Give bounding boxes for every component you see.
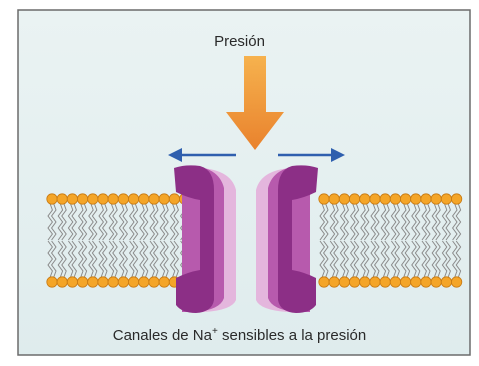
lipid-head bbox=[47, 194, 57, 204]
caption-suffix: sensibles a la presión bbox=[218, 327, 366, 344]
lipid-head bbox=[108, 277, 118, 287]
lipid-head bbox=[451, 277, 461, 287]
lipid-head bbox=[118, 277, 128, 287]
lipid-head bbox=[390, 277, 400, 287]
lipid-head bbox=[98, 194, 108, 204]
lipid-head bbox=[451, 194, 461, 204]
lipid-head bbox=[77, 277, 87, 287]
lipid-head bbox=[339, 277, 349, 287]
lipid-head bbox=[67, 277, 77, 287]
lipid-head bbox=[349, 194, 359, 204]
lipid-head bbox=[88, 277, 98, 287]
lipid-head bbox=[57, 277, 67, 287]
lipid-head bbox=[128, 194, 138, 204]
lipid-head bbox=[67, 194, 77, 204]
lipid-head bbox=[400, 194, 410, 204]
lipid-head bbox=[329, 194, 339, 204]
lipid-head bbox=[47, 277, 57, 287]
channel-subunit-right bbox=[256, 165, 318, 313]
lipid-head bbox=[88, 194, 98, 204]
lipid-head bbox=[319, 277, 329, 287]
lipid-head bbox=[421, 194, 431, 204]
lipid-head bbox=[98, 277, 108, 287]
lipid-head bbox=[149, 277, 159, 287]
lipid-head bbox=[431, 194, 441, 204]
lipid-head bbox=[400, 277, 410, 287]
lipid-head bbox=[159, 277, 169, 287]
lipid-head bbox=[370, 194, 380, 204]
lipid-head bbox=[421, 277, 431, 287]
caption-prefix: Canales de Na bbox=[113, 327, 212, 344]
lipid-head bbox=[370, 277, 380, 287]
lipid-head bbox=[339, 194, 349, 204]
lipid-head bbox=[139, 277, 149, 287]
lipid-head bbox=[380, 194, 390, 204]
figure-caption: Canales de Na+ sensibles a la presión bbox=[0, 326, 479, 344]
lipid-head bbox=[77, 194, 87, 204]
lipid-head bbox=[139, 194, 149, 204]
pressure-label: Presión bbox=[0, 33, 479, 50]
lipid-head bbox=[349, 277, 359, 287]
lipid-head bbox=[360, 194, 370, 204]
lipid-head bbox=[411, 194, 421, 204]
lipid-head bbox=[57, 194, 67, 204]
lipid-head bbox=[380, 277, 390, 287]
lipid-head bbox=[118, 194, 128, 204]
lipid-head bbox=[441, 194, 451, 204]
lipid-head bbox=[108, 194, 118, 204]
lipid-head bbox=[169, 194, 179, 204]
channel-subunit-left bbox=[174, 165, 236, 313]
lipid-head bbox=[319, 194, 329, 204]
lipid-head bbox=[390, 194, 400, 204]
lipid-head bbox=[159, 194, 169, 204]
lipid-head bbox=[329, 277, 339, 287]
lipid-head bbox=[128, 277, 138, 287]
lipid-head bbox=[411, 277, 421, 287]
lipid-head bbox=[441, 277, 451, 287]
lipid-head bbox=[431, 277, 441, 287]
lipid-head bbox=[149, 194, 159, 204]
lipid-head bbox=[360, 277, 370, 287]
